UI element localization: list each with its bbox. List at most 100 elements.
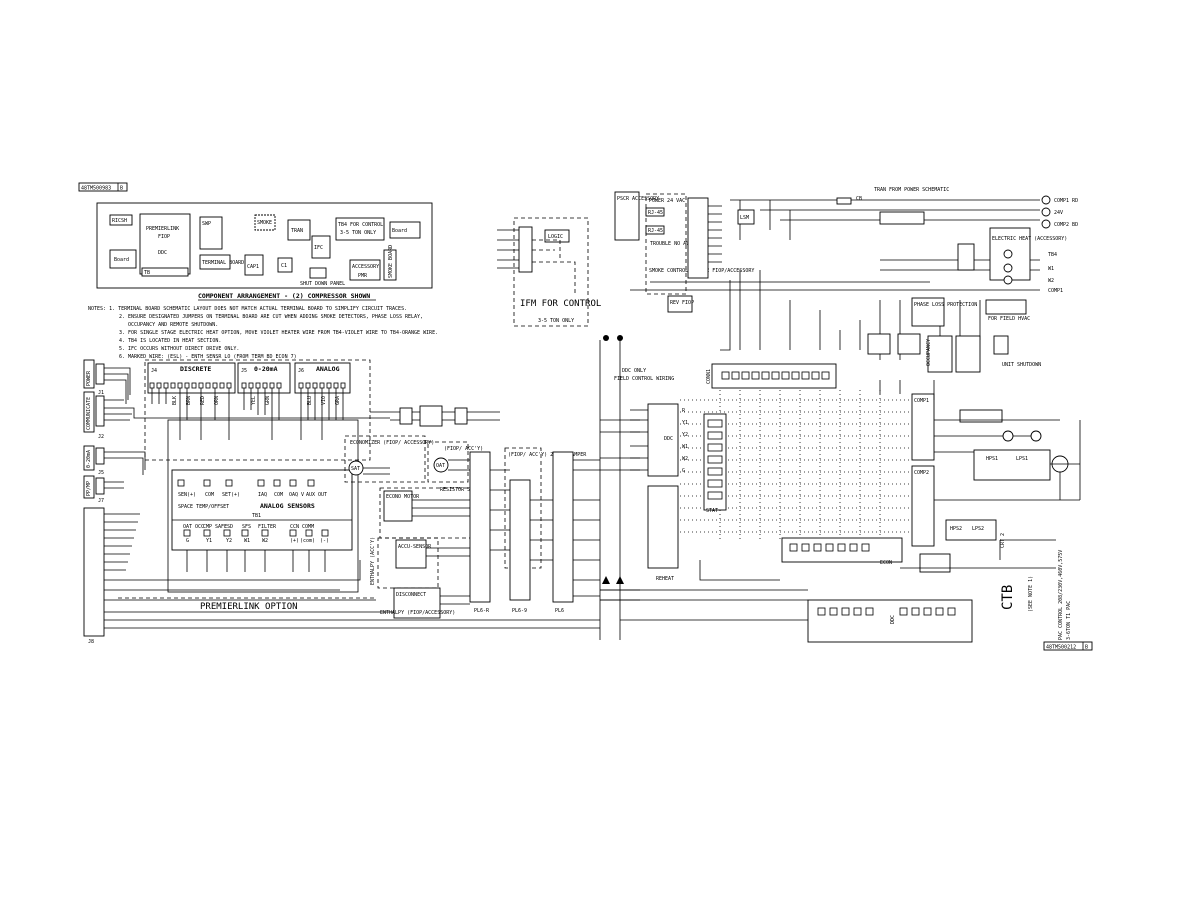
component-arrangement: RICSH Board PREMIERLINK FIOP DDC TB SWP … [96, 202, 433, 301]
svg-text:RJ-45: RJ-45 [648, 210, 663, 216]
svg-text:J5: J5 [98, 470, 104, 476]
svg-text:ECONO MOTOR: ECONO MOTOR [386, 494, 420, 500]
svg-text:ANALOG SENSORS: ANALOG SENSORS [260, 502, 315, 510]
svg-text:COM: COM [274, 492, 283, 498]
svg-text:ELECTRIC HEAT (ACCESSORY): ELECTRIC HEAT (ACCESSORY) [992, 236, 1067, 242]
svg-text:PREMIERLINK: PREMIERLINK [146, 226, 179, 232]
svg-text:W2: W2 [1048, 278, 1054, 284]
center-bus [599, 340, 640, 640]
svg-text:J6: J6 [298, 368, 304, 374]
svg-text:ECON: ECON [880, 560, 892, 566]
svg-text:W2: W2 [682, 456, 688, 462]
right-lower-wiring [699, 380, 1081, 581]
svg-text:(+): (+) [290, 538, 299, 544]
svg-text:COMP2: COMP2 [914, 470, 929, 476]
svg-text:(FIOP/ ACC'Y): (FIOP/ ACC'Y) [444, 446, 483, 452]
svg-text:CMP SAFE: CMP SAFE [203, 524, 227, 530]
svg-text:TB4 FOR CONTROL: TB4 FOR CONTROL [338, 222, 383, 228]
svg-text:CAP1: CAP1 [247, 264, 259, 270]
svg-text:Board: Board [392, 228, 407, 234]
svg-text:FIELD CONTROL WIRING: FIELD CONTROL WIRING [614, 376, 674, 382]
svg-text:3-5 TON ONLY: 3-5 TON ONLY [538, 318, 574, 324]
svg-text:SMOKE BOARD: SMOKE BOARD [388, 245, 394, 278]
svg-text:REV FIOP: REV FIOP [670, 300, 694, 306]
svg-text:LSM: LSM [740, 215, 749, 221]
svg-text:PHASE LOSS PROTECTION: PHASE LOSS PROTECTION [914, 302, 977, 308]
svg-text:TRAN FROM POWER SCHEMATIC: TRAN FROM POWER SCHEMATIC [874, 187, 949, 193]
svg-text:RICSH: RICSH [112, 218, 127, 224]
svg-text:B: B [1085, 645, 1088, 651]
svg-text:RJ-45: RJ-45 [648, 228, 663, 234]
svg-text:J1: J1 [98, 390, 104, 396]
svg-text:DDC: DDC [664, 436, 673, 442]
svg-text:LPS2: LPS2 [972, 526, 984, 532]
svg-text:2. ENSURE DESIGNATED JUMPERS O: 2. ENSURE DESIGNATED JUMPERS ON TERMINAL… [119, 314, 423, 320]
right-top-components: TRAN FROM POWER SCHEMATIC CB LSM ELECTRI… [737, 187, 1078, 294]
svg-text:PL6: PL6 [555, 608, 564, 614]
svg-text:TB4: TB4 [1048, 252, 1057, 258]
svg-text:STAT: STAT [706, 508, 718, 514]
left-doc-id: 48TM500983 B [78, 182, 128, 192]
svg-text:PSCR ACCESSORY: PSCR ACCESSORY [617, 196, 659, 202]
ifm-control-block: LOGIC IFM FOR CONTROL 3-5 TON ONLY [497, 217, 601, 327]
svg-text:CB: CB [856, 196, 862, 202]
svg-text:TB: TB [144, 270, 150, 276]
svg-text:SPACE TEMP/OFFSET: SPACE TEMP/OFFSET [178, 504, 229, 510]
svg-text:ECONOMIZER (FIOP/ ACCESSORY): ECONOMIZER (FIOP/ ACCESSORY) [350, 440, 434, 446]
svg-text:CRT 2: CRT 2 [1000, 533, 1006, 548]
svg-text:PMR: PMR [358, 273, 368, 279]
svg-text:LPS1: LPS1 [1016, 456, 1028, 462]
svg-text:BLK: BLK [172, 396, 178, 405]
svg-text:48TM500983: 48TM500983 [81, 186, 111, 192]
svg-text:W1: W1 [244, 538, 250, 544]
svg-text:J8: J8 [88, 639, 94, 645]
svg-text:TRAN: TRAN [291, 228, 303, 234]
svg-text:SEN(+): SEN(+) [178, 492, 196, 498]
svg-text:Y1: Y1 [682, 420, 688, 426]
svg-text:24V: 24V [1054, 210, 1063, 216]
svg-text:J4: J4 [151, 368, 157, 374]
svg-text:PP/MP: PP/MP [86, 481, 92, 496]
svg-text:FSD: FSD [224, 524, 233, 530]
notes-block: NOTES: 1. TERMINAL BOARD SCHEMATIC LAYOU… [88, 306, 438, 360]
svg-text:Y2: Y2 [226, 538, 232, 544]
ddc-stat-column: DDC STAT R Y1 Y2 W1 W2 G REHEAT [630, 403, 727, 582]
svg-text:COM: COM [205, 492, 214, 498]
svg-text:AUX OUT: AUX OUT [306, 492, 327, 498]
svg-text:COMP1: COMP1 [1048, 288, 1063, 294]
svg-text:48TM500212: 48TM500212 [1046, 645, 1076, 651]
svg-text:TB1: TB1 [252, 513, 261, 519]
svg-text:COMMUNICATE: COMMUNICATE [86, 397, 92, 430]
svg-text:G: G [682, 468, 685, 474]
svg-text:DDC: DDC [158, 250, 167, 256]
svg-text:HPS1: HPS1 [986, 456, 998, 462]
econ-strip: ECON [781, 537, 951, 573]
svg-text:NOTES: 1. TERMINAL BOARD SCHEM: NOTES: 1. TERMINAL BOARD SCHEMATIC LAYOU… [88, 306, 407, 312]
svg-text:FILTER: FILTER [258, 524, 277, 530]
svg-text:VIO: VIO [321, 396, 327, 405]
svg-text:Y1: Y1 [206, 538, 212, 544]
svg-text:FIOP: FIOP [158, 234, 170, 240]
svg-text:BRN: BRN [186, 396, 192, 405]
svg-text:RESISTOR 500 Ω: RESISTOR 500 Ω [440, 487, 482, 493]
svg-text:COMP1: COMP1 [914, 398, 929, 404]
svg-text:ACCU-SENSOR: ACCU-SENSOR [398, 544, 432, 550]
svg-text:OAT: OAT [436, 463, 445, 469]
svg-text:COMP1 RD: COMP1 RD [1054, 198, 1078, 204]
smoke-control-module: PSCR ACCESSORY POWER 24 VAC RJ-45 RJ-45 … [614, 191, 754, 382]
svg-text:R: R [682, 408, 686, 414]
svg-text:PL6-9: PL6-9 [512, 608, 527, 614]
svg-text:3-6TON T1 PAC: 3-6TON T1 PAC [1066, 601, 1072, 640]
svg-text:DDC ONLY: DDC ONLY [622, 368, 646, 374]
svg-text:J7: J7 [98, 498, 104, 504]
svg-text:FOR FIELD HVAC: FOR FIELD HVAC [988, 316, 1030, 322]
svg-text:Y2: Y2 [682, 432, 688, 438]
comp-columns: COMP1 COMP2 HPS1 LPS1 HPS2 LPS2 CRT 2 [911, 393, 1080, 548]
svg-text:COMP2 BD: COMP2 BD [1054, 222, 1078, 228]
svg-text:SAT: SAT [351, 466, 360, 472]
svg-text:PL6-R: PL6-R [474, 608, 490, 614]
left-wiring [104, 367, 600, 629]
svg-text:DISCRETE: DISCRETE [180, 365, 211, 373]
svg-text:0-20mA: 0-20mA [86, 450, 92, 468]
